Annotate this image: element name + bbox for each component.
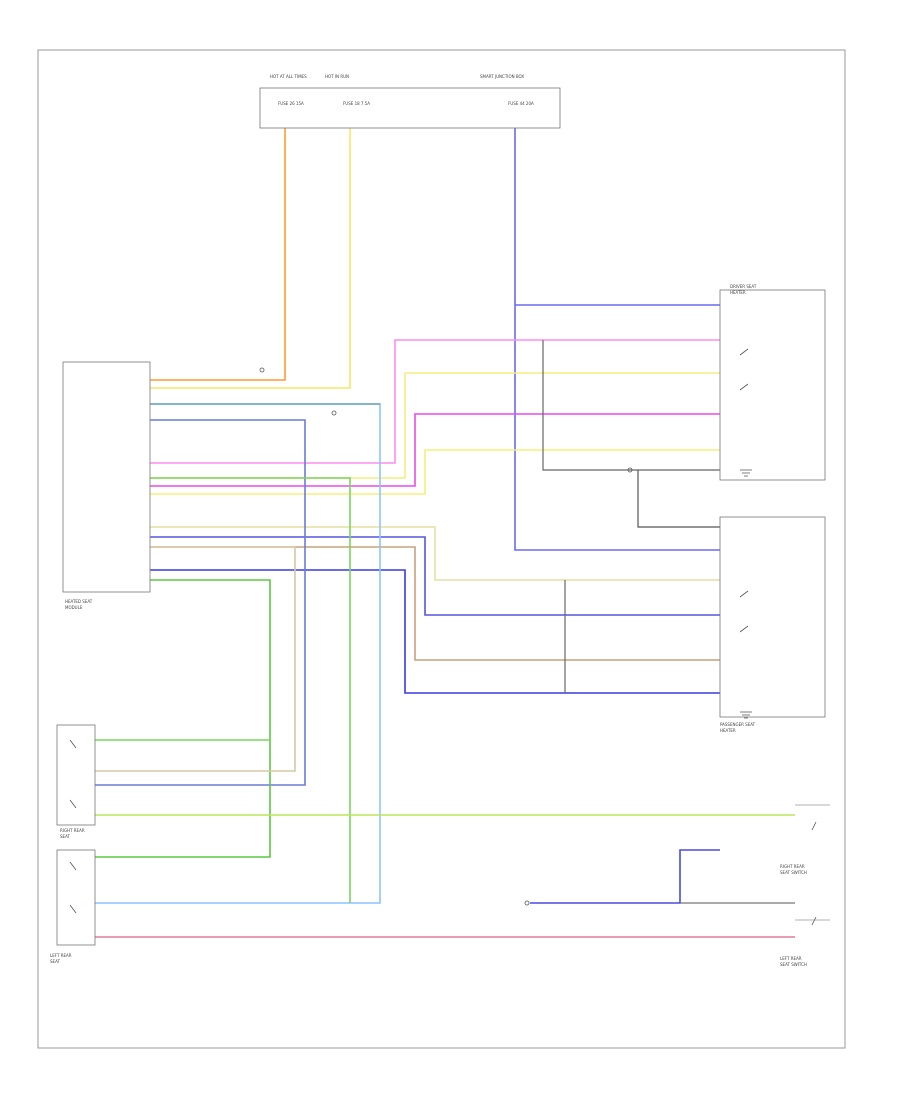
fuse-box-label-2: HOT IN RUN [325,74,349,79]
splice-icon [259,367,265,373]
wire-slate [95,419,306,786]
ground-icon [740,711,752,719]
switch-icon [811,821,817,926]
driver-seat-label-2: HEATER [730,290,746,295]
switch-icon [69,739,77,914]
wire-ground-driver [542,340,720,471]
right-rear-seat-label-2: SEAT [60,834,70,839]
fuse-box-label-3: SMART JUNCTION BOX [480,74,524,79]
wire-green-2 [95,579,271,858]
wire-magenta-driver [150,413,720,487]
switch-symbols [69,348,817,926]
wire-green-1 [150,477,351,903]
wire-blue-passenger [150,536,720,616]
left-rear-seat-label-2: SEAT [50,959,60,964]
wire-tan-rear [95,546,296,772]
wire-tan-passenger [150,526,720,581]
diagram-frame [37,49,846,1049]
passenger-seat-heater: PASSENGER SEAT HEATER [719,516,826,733]
right-rear-seat: RIGHT REAR SEAT [56,724,96,839]
module-label-1: HEATED SEAT [65,599,93,604]
right-rear-seat-label-1: RIGHT REAR [60,828,85,833]
rr-switch-label-2: SEAT SWITCH [780,870,807,875]
passenger-seat-label-1: PASSENGER SEAT [720,722,756,727]
left-rear-seat: LEFT REAR SEAT [50,849,96,964]
wire-blue-feed [514,128,720,551]
wire-yellow-feed [150,128,351,389]
module-label-2: MODULE [65,605,83,610]
passenger-seat-label-2: HEATER [720,728,736,733]
rear-switches: RIGHT REAR SEAT SWITCH LEFT REAR SEAT SW… [780,804,830,967]
splice-icon [331,410,337,416]
wire-ground-link [637,470,720,528]
switch-icon [739,348,749,633]
splice-icon [524,900,530,906]
lr-switch-label-2: SEAT SWITCH [780,962,807,967]
ground-symbols [740,469,752,719]
fuse-box-label-1: HOT AT ALL TIMES [270,74,307,79]
rr-switch-label-1: RIGHT REAR [780,864,805,869]
wire-pink-driver-1 [150,339,720,464]
splice-icon [627,467,633,473]
fuse-label-1: FUSE 26 15A [278,101,304,106]
wire-blue-passenger-2 [150,569,720,694]
wire-blue-rear [530,849,720,904]
heated-seat-module: HEATED SEAT MODULE [62,361,151,610]
wire-lightblue [95,403,381,904]
wire-yellow-driver-2 [150,449,720,495]
fuse-label-2: FUSE 18 7.5A [343,101,370,106]
wires [95,128,795,938]
driver-seat-heater: DRIVER SEAT HEATER [719,284,826,481]
wire-orange-feed [150,128,286,381]
lr-switch-label-1: LEFT REAR [780,956,802,961]
left-rear-seat-label-1: LEFT REAR [50,953,72,958]
driver-seat-label-1: DRIVER SEAT [730,284,757,289]
ground-icon [740,469,752,477]
fuse-label-3: FUSE 44 20A [508,101,534,106]
fuse-box: HOT AT ALL TIMES HOT IN RUN SMART JUNCTI… [259,74,561,129]
